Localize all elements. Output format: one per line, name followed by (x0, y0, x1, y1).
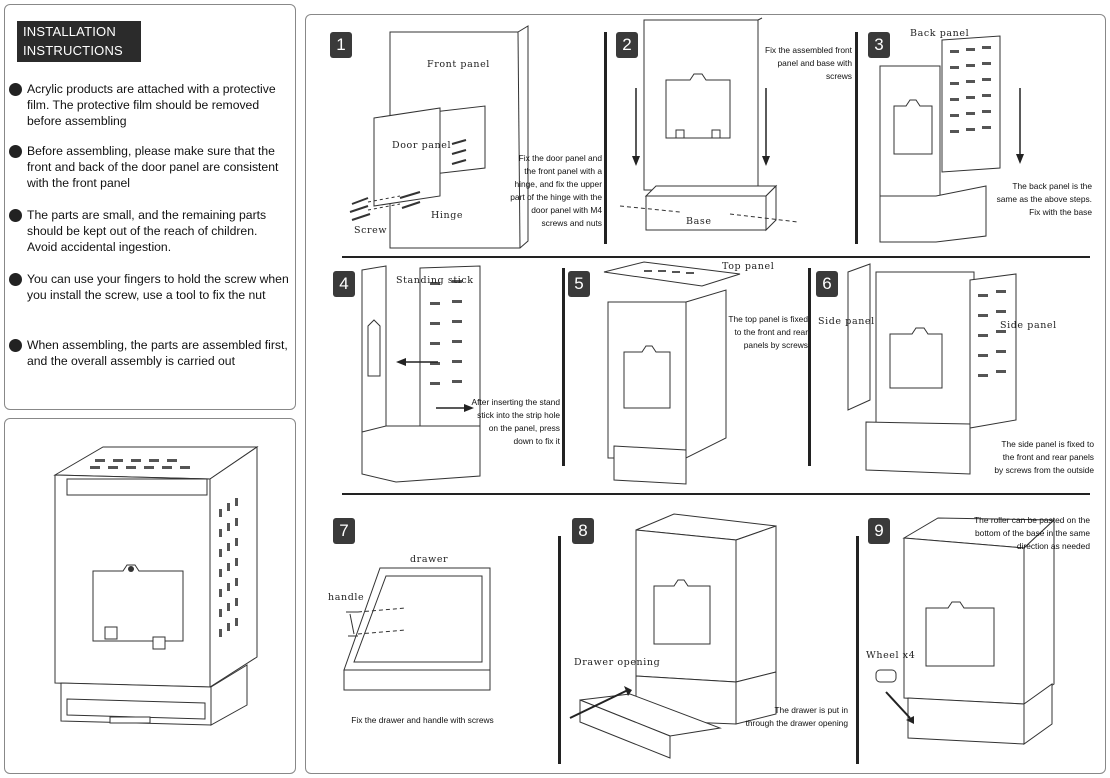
divider (808, 268, 811, 466)
header-line-1: INSTALLATION (23, 24, 116, 39)
step-caption: The drawer is put in through the drawer … (745, 705, 848, 728)
label-standing-stick: Standing stick (396, 275, 474, 286)
step-caption: The roller can be pasted on the bottom o… (974, 515, 1090, 551)
label-side-panel-left: Side panel (818, 316, 875, 327)
label-side-panel-right: Side panel (1000, 320, 1057, 331)
step-4-illustration (361, 265, 481, 483)
step-3-illustration (879, 35, 1024, 243)
step-number: 1 (330, 32, 352, 58)
label-drawer: drawer (410, 554, 449, 565)
step-number: 7 (333, 518, 355, 544)
label-wheel: Wheel x4 (866, 650, 916, 661)
instruction-item: Before assembling, please make sure that… (9, 143, 295, 191)
label-front-panel: Front panel (427, 59, 490, 70)
step-caption: Fix the door panel and the front panel w… (510, 153, 602, 228)
step-number: 8 (572, 518, 594, 544)
label-top-panel: Top panel (722, 261, 775, 272)
step-2-illustration (619, 17, 799, 232)
step-number: 9 (868, 518, 890, 544)
step-8-illustration (569, 513, 777, 759)
step-number: 3 (868, 32, 890, 58)
header-line-2: INSTRUCTIONS (23, 43, 123, 58)
bullet-icon (9, 339, 22, 352)
divider (604, 32, 607, 244)
label-door-panel: Door panel (392, 140, 452, 151)
step-number: 2 (616, 32, 638, 58)
label-handle: handle (328, 592, 365, 603)
step-caption: After inserting the stand stick into the… (471, 397, 560, 446)
label-base: Base (686, 216, 712, 227)
label-back-panel: Back panel (910, 28, 970, 39)
finished-product-panel (4, 418, 296, 774)
instruction-item: Acrylic products are attached with a pro… (9, 81, 295, 129)
step-1-illustration (349, 25, 529, 249)
assembled-cabinet-illustration (53, 446, 259, 726)
label-drawer-opening: Drawer opening (574, 657, 661, 668)
step-caption: Fix the drawer and handle with screws (351, 715, 494, 725)
instruction-item: You can use your fingers to hold the scr… (9, 271, 295, 303)
instructions-panel: INSTALLATION INSTRUCTIONS Acrylic produc… (4, 4, 296, 410)
step-9-illustration (875, 517, 1056, 745)
step-6-illustration (847, 263, 1017, 475)
step-caption: The top panel is fixed to the front and … (728, 314, 808, 350)
label-hinge: Hinge (431, 210, 464, 221)
step-number: 4 (333, 271, 355, 297)
step-number: 6 (816, 271, 838, 297)
bullet-icon (9, 209, 22, 222)
step-7-illustration (343, 567, 491, 691)
step-caption: The side panel is fixed to the front and… (994, 439, 1094, 475)
instruction-item: When assembling, the parts are assembled… (9, 337, 295, 369)
bullet-icon (9, 145, 22, 158)
bullet-icon (9, 273, 22, 286)
bullet-icon (9, 83, 22, 96)
step-number: 5 (568, 271, 590, 297)
step-caption: The back panel is the same as the above … (996, 181, 1092, 217)
divider (342, 493, 1090, 495)
label-screw: Screw (354, 225, 388, 236)
divider (558, 536, 561, 764)
divider (562, 268, 565, 466)
instructions-header: INSTALLATION INSTRUCTIONS (17, 21, 141, 62)
divider (855, 32, 858, 244)
divider (342, 256, 1090, 258)
divider (856, 536, 859, 764)
instruction-item: The parts are small, and the remaining p… (9, 207, 295, 255)
step-caption: Fix the assembled front panel and base w… (764, 45, 852, 81)
step-5-illustration (603, 261, 741, 485)
